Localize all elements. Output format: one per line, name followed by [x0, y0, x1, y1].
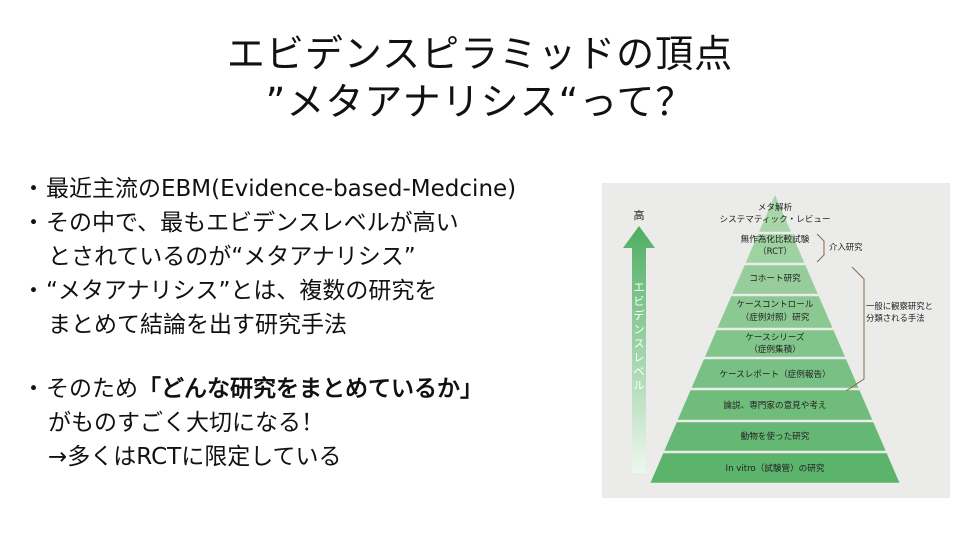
arrow-label-char: ビ	[634, 295, 645, 308]
pyramid-tier	[650, 453, 900, 483]
title-line-1: エビデンスピラミッドの頂点	[226, 32, 734, 76]
pyramid-tier	[664, 422, 886, 451]
title-line-2: ”メタアナリシス“って？	[265, 80, 695, 124]
bullet-3-text-line-1: “メタアナリシス”とは、複数の研究を	[46, 278, 438, 304]
pyramid-tier	[705, 330, 845, 357]
pyramid-tier-label: （症例集積）	[749, 343, 801, 355]
pyramid-tier-label: コホート研究	[749, 272, 801, 284]
pyramid-tier	[759, 195, 791, 232]
pyramid-tier-label: 論説、専門家の意見や考え	[723, 399, 826, 411]
arrow-label-char: デ	[634, 308, 645, 322]
bullet-4-text-line-2: がものすごく大切になる！	[48, 410, 324, 436]
pyramid-tier	[717, 296, 833, 328]
arrow-top-label: 高	[634, 208, 645, 222]
intervention-label: 介入研究	[829, 242, 863, 252]
pyramid-tier-label: ケースレポート（症例報告）	[719, 368, 830, 380]
pyramid-tier-label: （RCT）	[758, 246, 792, 257]
pyramid-tier-label: メタ解析	[758, 201, 793, 213]
intervention-bracket	[816, 233, 825, 263]
bullet-4: ・そのため「どんな研究をまとめているか」	[22, 376, 483, 402]
bullet-1-text: 最近主流のEBM(Evidence-based-Medcine)	[46, 176, 517, 202]
arrow-label-char: ン	[634, 323, 645, 336]
pyramid-tier-label: 無作為化比較試験	[741, 233, 810, 245]
observation-label-line-2: 分類される手法	[866, 313, 925, 323]
bullet-4-continued-2: →多くはRCTに限定している	[22, 440, 612, 474]
pyramid-tier-label: システマティック・レビュー	[719, 214, 830, 225]
bullet-3-continued: まとめて結論を出す研究手法	[22, 308, 612, 342]
pyramid-tier	[677, 390, 873, 420]
bullet-4-text-line-3: →多くはRCTに限定している	[48, 444, 342, 470]
bullet-4-text-bold: 「どんな研究をまとめているか」	[138, 376, 483, 402]
pyramid-tier-label: 動物を使った研究	[741, 430, 810, 442]
bullet-4-continued: がものすごく大切になる！	[22, 406, 612, 440]
bullet-1: ・最近主流のEBM(Evidence-based-Medcine)	[22, 176, 517, 202]
bullet-list: ・最近主流のEBM(Evidence-based-Medcine) ・その中で、…	[22, 172, 612, 474]
pyramid-tier	[732, 265, 818, 294]
arrow-label-char: ベ	[634, 365, 645, 378]
pyramid-tier	[691, 359, 859, 388]
arrow-label-char: ス	[634, 337, 645, 350]
observation-bracket	[845, 266, 865, 392]
pyramid-tier-label: ケースシリーズ	[745, 331, 805, 343]
evidence-pyramid-figure: 高エビデンスレベル メタ解析システマティック・レビュー無作為化比較試験（RCT）…	[602, 183, 950, 498]
pyramid-tier-label: In vitro（試験管）の研究	[726, 462, 825, 474]
slide-title: エビデンスピラミッドの頂点 ”メタアナリシス“って？	[0, 30, 960, 126]
bullet-2: ・その中で、最もエビデンスレベルが高い	[22, 210, 459, 236]
bullet-3-text-line-2: まとめて結論を出す研究手法	[48, 312, 347, 338]
bullet-2-text-line-2: とされているのが“メタアナリシス”	[48, 244, 416, 270]
pyramid-tier-label: （症例対照）研究	[741, 311, 810, 323]
evidence-level-arrow	[623, 226, 655, 473]
arrow-label-char: ル	[634, 379, 645, 392]
bullet-2-continued: とされているのが“メタアナリシス”	[22, 240, 612, 274]
pyramid-tier	[745, 234, 805, 263]
bullet-3: ・“メタアナリシス”とは、複数の研究を	[22, 278, 438, 304]
bullet-2-text-line-1: その中で、最もエビデンスレベルが高い	[46, 210, 459, 236]
arrow-label-char: エ	[634, 281, 645, 294]
bullet-4-text-pre: そのため	[46, 376, 138, 402]
observation-label-line-1: 一般に観察研究と	[866, 301, 933, 311]
pyramid-tier-label: ケースコントロール	[737, 299, 814, 310]
arrow-label-char: レ	[634, 351, 645, 364]
